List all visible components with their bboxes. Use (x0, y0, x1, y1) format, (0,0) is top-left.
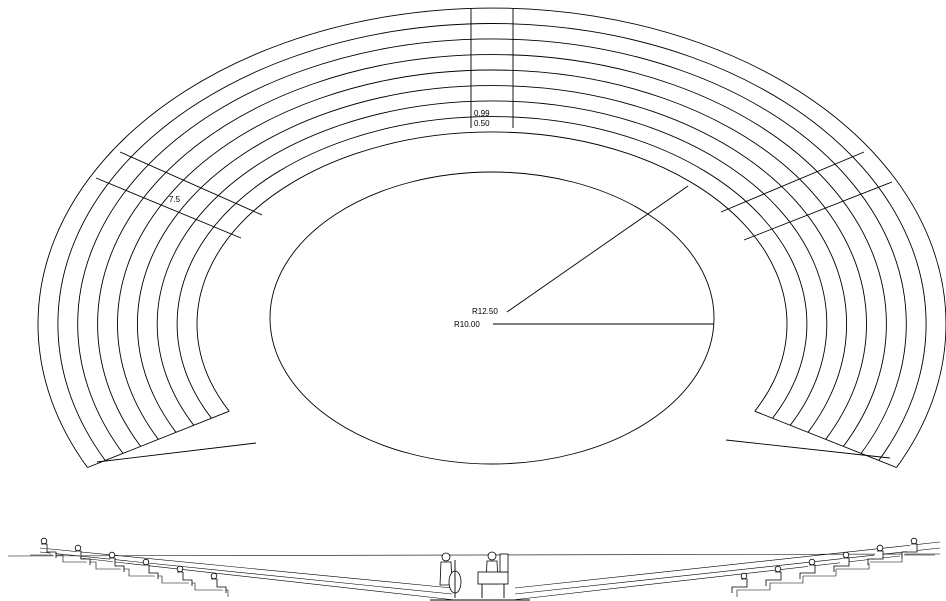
seating-end-right (754, 410, 897, 468)
performer-cellist (439, 552, 462, 598)
aisle-left-radial (95, 151, 263, 239)
seated-spectator (176, 565, 193, 586)
seating-row-arc (57, 23, 927, 461)
radius-label-r12: R12.50 (472, 307, 498, 316)
seating-rows (37, 7, 946, 468)
seated-spectator (901, 537, 918, 558)
radius-label-r10: R10.00 (454, 320, 480, 329)
row-step-label: 0.50 (474, 119, 490, 128)
row-width-label: 0.99 (474, 109, 490, 118)
seating-row-arc (117, 69, 867, 440)
performer-pianist (477, 551, 509, 598)
amphitheatre-plan: R12.50 R10.00 0.99 0.50 7.5 (37, 7, 946, 468)
seated-spectator (142, 558, 159, 579)
seating-row-arc (156, 100, 828, 426)
amphitheatre-section (7, 537, 941, 601)
side-dimension-label: 7.5 (169, 195, 181, 204)
sight-lines (39, 541, 941, 601)
seated-spectator (765, 565, 782, 586)
seating-end-left (87, 410, 230, 468)
aisle-top (470, 8, 514, 128)
seating-row-arc (97, 54, 887, 447)
seating-steps-right (736, 554, 935, 597)
seating-row-arc (77, 38, 907, 454)
bottom-aisle-right (725, 439, 891, 459)
seated-spectator (74, 544, 91, 565)
seating-steps-left (30, 554, 229, 597)
seating-row-arc (37, 7, 946, 468)
orchestra-circle (269, 171, 715, 465)
step-profile (736, 554, 935, 597)
seated-spectator (108, 551, 125, 572)
seated-spectator (799, 558, 816, 579)
seated-spectator (40, 537, 57, 558)
spectators (40, 537, 918, 593)
step-profile (30, 554, 229, 597)
seated-spectator (867, 544, 884, 565)
seated-spectator (210, 572, 227, 593)
bottom-aisle-left (96, 442, 257, 463)
seating-row-arc (196, 131, 788, 412)
seating-row-arc (176, 116, 808, 419)
aisle-right-radial (720, 151, 893, 241)
seated-spectator (731, 572, 748, 593)
ground-line (7, 553, 941, 557)
seated-spectator (833, 551, 850, 572)
radius-line-r12 (506, 185, 689, 313)
seating-row-arc (136, 85, 848, 433)
